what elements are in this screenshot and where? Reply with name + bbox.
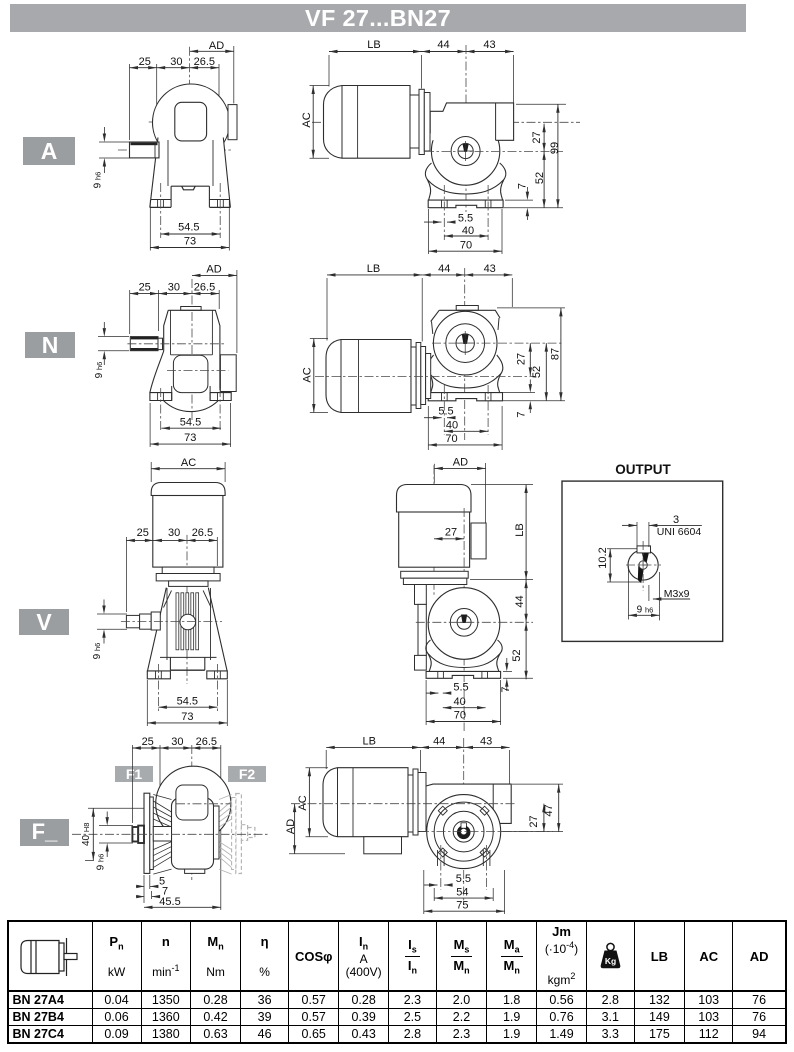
svg-text:7: 7 — [517, 183, 529, 189]
svg-text:25: 25 — [142, 736, 154, 748]
svg-text:26.5: 26.5 — [192, 527, 213, 539]
svg-text:27: 27 — [445, 526, 457, 538]
svg-text:87: 87 — [550, 348, 562, 360]
svg-text:9 h6: 9 h6 — [92, 643, 103, 660]
svg-text:30: 30 — [170, 56, 182, 68]
svg-text:73: 73 — [184, 236, 196, 248]
svg-text:54.5: 54.5 — [177, 695, 198, 707]
svg-text:40: 40 — [453, 696, 465, 708]
svg-text:30: 30 — [171, 736, 183, 748]
svg-text:70: 70 — [460, 240, 472, 252]
svg-text:5.5: 5.5 — [438, 406, 453, 418]
svg-text:10.2: 10.2 — [597, 547, 609, 568]
svg-text:27: 27 — [528, 815, 540, 827]
svg-text:25: 25 — [137, 527, 149, 539]
svg-text:OUTPUT: OUTPUT — [615, 462, 671, 477]
svg-text:AC: AC — [297, 795, 309, 810]
svg-text:9 h6: 9 h6 — [94, 362, 105, 379]
svg-text:LB: LB — [367, 39, 380, 51]
svg-text:AD: AD — [206, 264, 221, 276]
svg-text:54.5: 54.5 — [178, 222, 199, 234]
svg-text:26.5: 26.5 — [194, 282, 215, 294]
svg-text:25: 25 — [139, 56, 151, 68]
svg-text:44: 44 — [433, 735, 445, 747]
svg-text:75: 75 — [456, 899, 468, 911]
svg-text:43: 43 — [483, 39, 495, 51]
svg-text:5.5: 5.5 — [458, 213, 473, 225]
svg-text:5.5: 5.5 — [453, 682, 468, 694]
svg-text:7: 7 — [162, 886, 168, 898]
svg-text:99: 99 — [549, 142, 561, 154]
svg-text:LB: LB — [367, 263, 380, 275]
svg-text:40: 40 — [462, 225, 474, 237]
svg-text:9 h6: 9 h6 — [96, 854, 107, 871]
svg-text:AD: AD — [209, 40, 224, 52]
svg-text:45.5: 45.5 — [159, 896, 180, 908]
svg-text:9 h6: 9 h6 — [637, 604, 654, 615]
svg-text:43: 43 — [480, 735, 492, 747]
svg-text:30: 30 — [168, 527, 180, 539]
svg-text:26.5: 26.5 — [194, 56, 215, 68]
svg-text:LB: LB — [362, 735, 375, 747]
svg-text:AC: AC — [301, 367, 313, 382]
svg-text:47: 47 — [543, 804, 555, 816]
svg-text:40: 40 — [446, 419, 458, 431]
svg-text:3: 3 — [673, 514, 679, 526]
svg-text:AC: AC — [181, 457, 196, 469]
svg-text:M3x9: M3x9 — [664, 588, 690, 600]
svg-text:Kg: Kg — [605, 956, 616, 966]
svg-text:44: 44 — [438, 263, 450, 275]
svg-text:26.5: 26.5 — [196, 736, 217, 748]
svg-text:73: 73 — [184, 432, 196, 444]
svg-text:70: 70 — [445, 433, 457, 445]
svg-text:54: 54 — [456, 886, 468, 898]
svg-text:44: 44 — [514, 595, 526, 607]
svg-text:54.5: 54.5 — [180, 417, 201, 429]
svg-text:25: 25 — [139, 282, 151, 294]
svg-text:52: 52 — [531, 366, 543, 378]
svg-text:5.5: 5.5 — [456, 873, 471, 885]
svg-text:52: 52 — [511, 649, 523, 661]
svg-text:43: 43 — [484, 263, 496, 275]
svg-text:AC: AC — [301, 112, 313, 127]
svg-text:AD: AD — [285, 819, 297, 834]
svg-text:27: 27 — [516, 353, 528, 365]
svg-text:30: 30 — [168, 282, 180, 294]
svg-text:7: 7 — [500, 686, 512, 692]
svg-text:LB: LB — [514, 523, 526, 536]
svg-text:AD: AD — [453, 457, 468, 469]
svg-text:27: 27 — [531, 131, 543, 143]
svg-text:UNI 6604: UNI 6604 — [657, 526, 702, 538]
svg-text:44: 44 — [437, 39, 449, 51]
svg-text:70: 70 — [454, 709, 466, 721]
svg-text:5: 5 — [159, 876, 165, 888]
svg-text:9 h6: 9 h6 — [93, 172, 104, 189]
svg-text:52: 52 — [534, 172, 546, 184]
svg-text:7: 7 — [516, 411, 528, 417]
svg-text:40 H8: 40 H8 — [81, 823, 92, 847]
svg-text:73: 73 — [181, 711, 193, 723]
